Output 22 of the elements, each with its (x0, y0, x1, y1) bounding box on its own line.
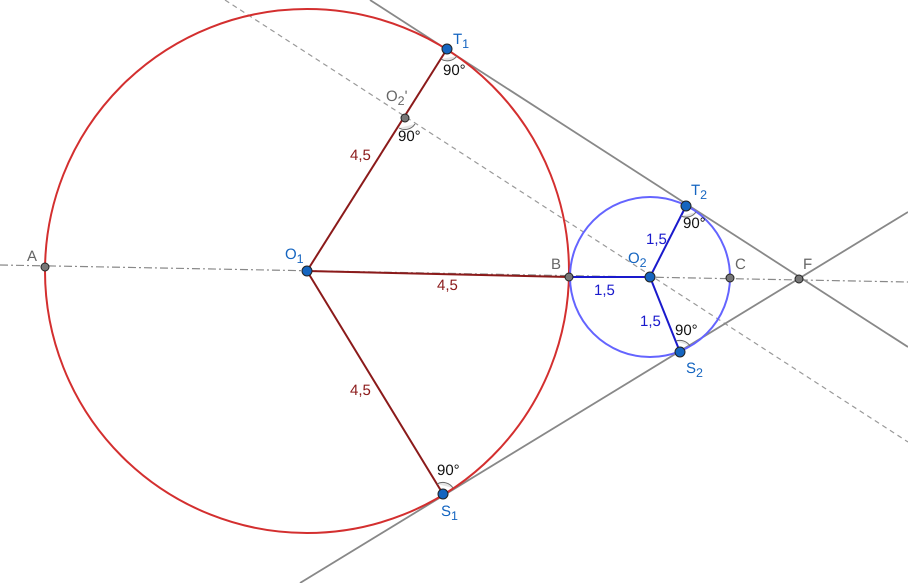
angle-label: 90° (443, 62, 466, 79)
point-label: A (27, 248, 38, 265)
length-label: 1,5 (594, 282, 615, 299)
length-label: 1,5 (646, 231, 667, 248)
angle-label: 90° (437, 462, 460, 479)
length-label: 1,5 (640, 313, 661, 330)
point-label: S$_{1}$ (441, 503, 458, 525)
angle-label: 90° (683, 215, 706, 232)
point-label: F (803, 256, 812, 273)
length-label: 4,5 (350, 382, 371, 399)
angle-label: 90° (398, 128, 421, 145)
point-label: S$_{2}$ (686, 360, 703, 382)
length-label: 4,5 (350, 147, 371, 164)
point-label: O$_{2}$ (628, 250, 647, 272)
point-label: O$_{1}$ (285, 246, 304, 268)
length-label: 4,5 (437, 277, 458, 294)
point-label: B (551, 256, 562, 273)
point-label: O$_{2}$' (386, 88, 408, 110)
point-label: T$_{2}$ (691, 182, 708, 204)
angle-label: 90° (675, 322, 698, 339)
point-label: T$_{1}$ (453, 31, 470, 53)
point-label: C (735, 256, 746, 273)
